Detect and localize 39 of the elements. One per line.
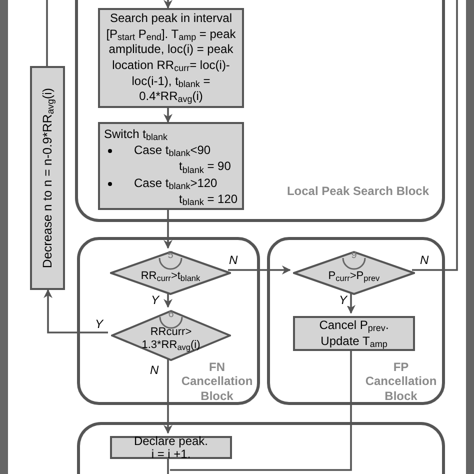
block-frame [77,237,260,405]
arrow [164,358,172,434]
edge-label: N [149,364,160,376]
edge-label: Y [338,294,348,306]
arrow [228,266,291,274]
condition-text: RRcurr> 1.3*RR$_{avg}$(i) [140,324,202,354]
switch-text: t$_{blank}$ = 90 [179,159,231,174]
process-text: Search peak in interval [P$_{start}$ P$_{end}$]. T$_{amp}$ = peak amplitude, loc(i) = peak location RR$_{curr}$= loc(i)-loc(i-1), t$_{blank}$ = 0.4*RR$_{avg}$(i) [105,10,237,106]
step-number: 5 [168,251,174,261]
process-text: Declare peak. i = i +1. [132,438,210,457]
block-label: FN Cancellation Block [180,360,254,404]
switch-text: Case t$_{blank}$>120 [134,176,218,190]
block-frame [75,0,445,222]
process-box [98,122,244,210]
arrow [164,108,172,123]
arrow [164,292,172,308]
process-box [30,66,65,290]
block-frame [77,422,445,474]
arrow [44,289,108,334]
arrow [164,210,172,249]
condition-text: RR$_{curr}$>t$_{blank}$ [140,268,202,285]
edge-label: Y [150,294,160,306]
switch-text: Case t$_{blank}$<90 [134,143,211,158]
process-box [293,316,415,351]
arrow [164,0,172,9]
switch-text: Switch t$_{blank}$ [104,127,168,141]
condition-text: P$_{curr}$>P$_{prev}$ [327,268,381,285]
block-frame [267,237,445,405]
step-number: 9 [351,251,357,261]
edge-label: Y [94,318,104,330]
block-label: FP Cancellation Block [364,360,438,404]
block-label: Local Peak Search Block [286,184,430,198]
arrow [346,292,356,314]
edge-label: N [228,254,239,266]
process-box [110,436,232,459]
step-number: 6 [168,310,174,320]
process-text: Cancel P$_{prev}$. Update T$_{amp}$ [318,318,390,349]
edge-label: N [419,254,430,266]
switch-text: t$_{blank}$ = 120 [179,192,238,206]
